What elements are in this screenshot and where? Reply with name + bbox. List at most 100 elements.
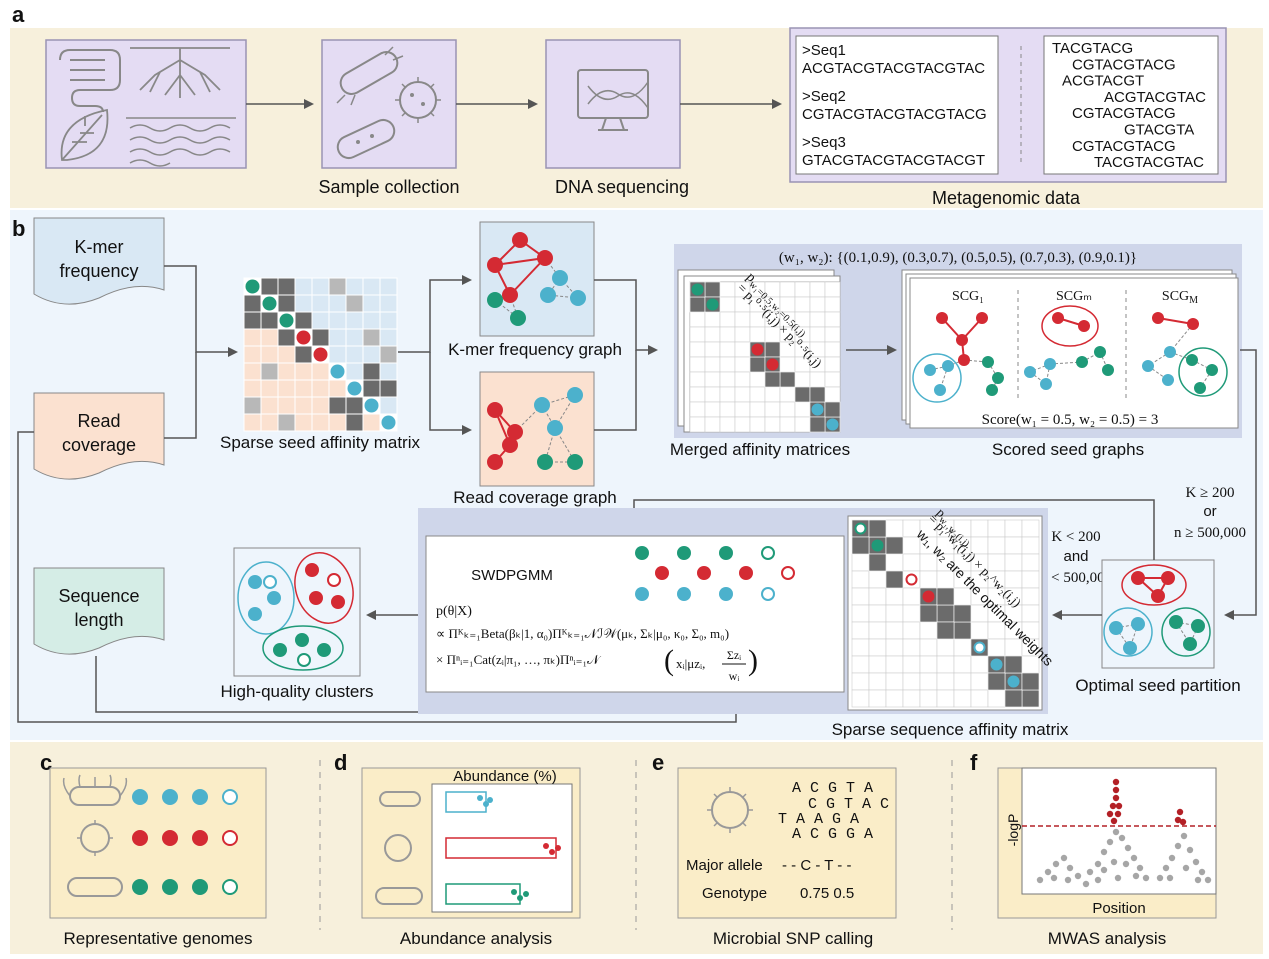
abundance-axis-title: Abundance (%) xyxy=(453,768,556,785)
affinity-cell xyxy=(260,311,279,330)
node-dot xyxy=(1174,816,1182,824)
node-dot xyxy=(706,298,719,311)
affinity-cell xyxy=(311,328,330,347)
matrix-cell xyxy=(779,356,796,373)
cond-high-1: K ≥ 200 xyxy=(1185,485,1234,501)
affinity-cell xyxy=(936,621,955,640)
read-line: >Seq3 xyxy=(802,134,846,151)
matrix-cell xyxy=(779,386,796,403)
matrix-cell xyxy=(689,311,706,328)
metagenomic-data-box: >Seq1ACGTACGTACGTACGTAC>Seq2CGTACGTACGTA… xyxy=(789,27,1227,183)
node-dot xyxy=(296,330,311,345)
matrix-cell xyxy=(704,401,721,418)
affinity-cell xyxy=(277,328,296,347)
node-dot xyxy=(1198,868,1206,876)
node-dot xyxy=(192,830,208,846)
matrix-cell xyxy=(311,396,330,415)
short-read-line: TACGTACGTAC xyxy=(1094,154,1204,171)
matrix-cell xyxy=(749,386,766,403)
affinity-cell xyxy=(824,401,841,418)
matrix-cell xyxy=(794,296,811,313)
node-dot xyxy=(502,437,518,453)
matrix-cell xyxy=(719,281,736,298)
matrix-cell xyxy=(1021,604,1040,623)
node-dot xyxy=(922,590,935,603)
bacterium-icon xyxy=(379,791,421,807)
graph-edge xyxy=(1169,351,1193,361)
matrix-cell xyxy=(749,401,766,418)
node-dot xyxy=(534,397,550,413)
node-dot xyxy=(347,381,362,396)
matrix-cell xyxy=(689,326,706,343)
graph-edge xyxy=(1191,359,1213,371)
short-read-line: CGTACGTACG xyxy=(1072,105,1176,122)
sparse-seed-label: Sparse seed affinity matrix xyxy=(220,433,420,452)
short-read-line: CGTACGTACG xyxy=(1072,138,1176,155)
node-dot xyxy=(1050,874,1058,882)
matrix-cell xyxy=(243,345,262,364)
mwas-manhattan-plot xyxy=(1036,778,1212,888)
node-dot xyxy=(1194,382,1206,394)
matrix-cell xyxy=(345,328,364,347)
sparse-seq-label: Sparse sequence affinity matrix xyxy=(832,720,1069,739)
roots-icon xyxy=(130,47,230,98)
matrix-cell xyxy=(1021,570,1040,589)
matrix-cell xyxy=(936,689,955,708)
matrix-cell xyxy=(868,672,887,691)
node-dot xyxy=(1064,876,1072,884)
matrix-cell xyxy=(953,672,972,691)
matrix-cell xyxy=(970,655,989,674)
node-dot xyxy=(958,354,970,366)
mwas-xlabel: Position xyxy=(1092,900,1145,917)
matrix-cell xyxy=(953,689,972,708)
node-dot xyxy=(811,403,824,416)
matrix-cell xyxy=(919,638,938,657)
hq-clusters-label: High-quality clusters xyxy=(220,682,373,701)
matrix-cell xyxy=(719,311,736,328)
node-dot xyxy=(570,290,586,306)
matrix-cell xyxy=(704,416,721,433)
node-dot xyxy=(487,292,503,308)
weights-label: (w₁, w₂): {(0.1,0.9), (0.3,0.7), (0.5,0.… xyxy=(779,250,1137,266)
matrix-cell xyxy=(779,281,796,298)
node-dot xyxy=(317,643,331,657)
abundance-bar xyxy=(445,883,521,905)
node-dot xyxy=(1109,802,1117,810)
matrix-cell xyxy=(704,386,721,403)
node-dot xyxy=(313,347,328,362)
leaf-icon xyxy=(60,108,109,161)
weak-affinity-cell xyxy=(277,413,296,432)
node-dot xyxy=(1192,858,1200,866)
graph-edge xyxy=(1169,323,1194,353)
affinity-cell xyxy=(379,379,398,398)
affinity-cell xyxy=(987,672,1006,691)
major-allele-value: - - C - T - - xyxy=(782,857,851,874)
node-dot xyxy=(1191,619,1205,633)
node-dot xyxy=(1036,876,1044,884)
node-dot xyxy=(761,546,775,560)
merged-label: Merged affinity matrices xyxy=(670,440,850,459)
matrix-cell xyxy=(345,362,364,381)
matrix-cell xyxy=(919,570,938,589)
abundance-bars xyxy=(375,791,561,905)
matrix-cell xyxy=(970,672,989,691)
matrix-cell xyxy=(987,536,1006,555)
affinity-cell xyxy=(345,413,364,432)
node-dot xyxy=(162,879,178,895)
matrix-cell xyxy=(311,311,330,330)
affinity-cell xyxy=(851,536,870,555)
node-dot xyxy=(487,257,503,273)
node-dot xyxy=(1044,358,1056,370)
node-dot xyxy=(956,334,968,346)
node-dot xyxy=(222,789,238,805)
matrix-cell xyxy=(294,396,313,415)
node-dot xyxy=(992,372,1004,384)
node-dot xyxy=(192,879,208,895)
panel-c-letter: c xyxy=(40,750,52,775)
kmer-doc-line1: K-mer xyxy=(75,237,124,257)
node-dot xyxy=(262,296,277,311)
metagenomic-data-label: Metagenomic data xyxy=(932,188,1081,208)
matrix-cell xyxy=(689,356,706,373)
node-dot xyxy=(1179,818,1187,826)
